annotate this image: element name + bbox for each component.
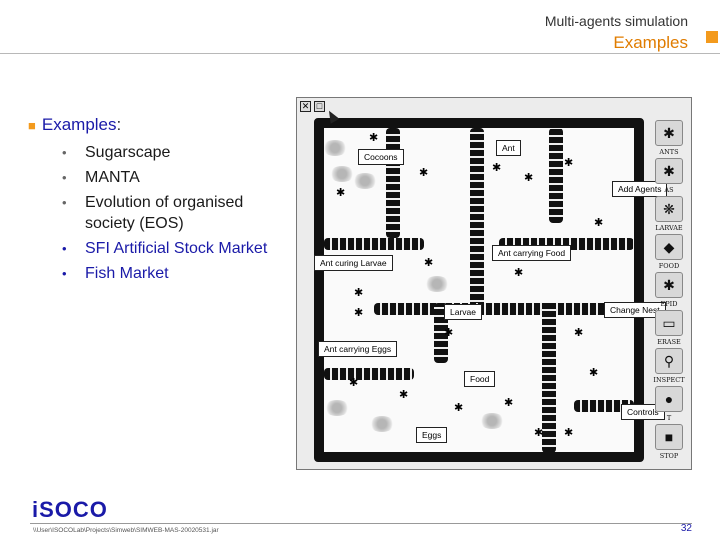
company-logo: iSOCO	[32, 497, 108, 522]
tool-larvae-button[interactable]: ❋LARVAE	[651, 194, 687, 238]
ant-icon: ✱	[534, 427, 544, 439]
maze-wall	[549, 128, 563, 223]
food-tool-icon: ◆	[655, 234, 683, 260]
cocoon-cluster	[322, 140, 348, 156]
tool-stop-button[interactable]: ■STOP	[651, 422, 687, 466]
slide-header-title: Multi-agents simulation	[544, 13, 688, 29]
list-item: Evolution of organised society (EOS)	[60, 192, 280, 234]
ant-icon: ✱	[399, 389, 409, 401]
slide-header-subtitle: Examples	[613, 33, 688, 52]
egg-cluster	[324, 400, 350, 416]
label-add-agents: Add Agents	[612, 181, 668, 197]
tool-ants-button[interactable]: ✱ANTS	[651, 118, 687, 162]
ant-icon: ✱	[336, 187, 346, 199]
window-maximize-icon[interactable]: □	[314, 101, 325, 112]
footer-file-path: \\User\ISOCOLab\Projects\Simweb\SIMWEB-M…	[33, 527, 219, 534]
tool-inspect-button[interactable]: ⚲INSPECT	[651, 346, 687, 390]
list-item: Sugarscape	[60, 142, 280, 163]
ant-tool-icon: ✱	[655, 158, 683, 184]
epid-tool-icon: ✱	[655, 272, 683, 298]
maze-wall	[542, 303, 556, 453]
ant-icon: ✱	[514, 267, 524, 279]
simulation-arena: Cocoons Ant Add Agents Ant carrying Food…	[314, 118, 668, 462]
examples-list: Sugarscape MANTA Evolution of organised …	[60, 142, 280, 288]
page-number: 32	[680, 523, 692, 534]
label-larvae: Larvae	[444, 304, 482, 320]
maze-wall	[574, 400, 634, 412]
ant-tool-icon: ✱	[655, 120, 683, 146]
tool-erase-button[interactable]: ▭ERASE	[651, 308, 687, 352]
cocoon-cluster	[352, 173, 378, 189]
label-ant: Ant	[496, 140, 521, 156]
label-ant-carrying-eggs: Ant carrying Eggs	[318, 341, 398, 357]
ant-icon: ✱	[524, 172, 534, 184]
ant-icon: ✱	[354, 287, 364, 299]
maze-wall	[324, 368, 414, 380]
tool-as-button[interactable]: ✱AS	[651, 156, 687, 200]
footer-divider	[30, 523, 692, 524]
header-accent-square	[706, 31, 718, 43]
tool-t-button[interactable]: ●T	[651, 384, 687, 428]
ant-icon: ✱	[574, 327, 584, 339]
eraser-icon: ▭	[655, 310, 683, 336]
label-ant-curing-larvae: Ant curing Larvae	[314, 255, 393, 271]
label-eggs: Eggs	[416, 427, 448, 443]
section-heading: ■ Examples:	[28, 115, 121, 135]
larvae-tool-icon: ❋	[655, 196, 683, 222]
tool-palette: ✱ANTS ✱AS ❋LARVAE ◆FOOD ✱EPID ▭ERASE ⚲IN…	[651, 118, 687, 466]
list-item: SFI Artificial Stock Market	[60, 238, 280, 259]
t-tool-icon: ●	[655, 386, 683, 412]
window-close-icon[interactable]: ✕	[300, 101, 311, 112]
ant-icon: ✱	[349, 377, 359, 389]
simulation-window: ✕ □ Cocoons Ant Add Agents Ant carrying …	[296, 97, 692, 470]
maze-wall	[470, 128, 484, 308]
list-item: Fish Market	[60, 263, 280, 284]
ant-icon: ✱	[444, 327, 454, 339]
ant-icon: ✱	[369, 132, 379, 144]
larvae-cluster	[424, 276, 450, 292]
maze-wall	[386, 128, 400, 238]
egg-cluster	[479, 413, 505, 429]
tool-epid-button[interactable]: ✱EPID	[651, 270, 687, 314]
maze-wall	[374, 303, 634, 315]
ant-icon: ✱	[454, 402, 464, 414]
ant-icon: ✱	[424, 257, 434, 269]
label-food: Food	[464, 371, 496, 387]
list-item: MANTA	[60, 167, 280, 188]
ant-icon: ✱	[589, 367, 599, 379]
ant-icon: ✱	[564, 427, 574, 439]
label-controls: Controls	[621, 404, 665, 420]
header-divider	[0, 53, 720, 54]
ant-icon: ✱	[419, 167, 429, 179]
ant-icon: ✱	[504, 397, 514, 409]
tool-food-button[interactable]: ◆FOOD	[651, 232, 687, 276]
maze-wall	[324, 238, 424, 250]
section-heading-text: Examples	[41, 115, 117, 134]
ant-icon: ✱	[354, 307, 364, 319]
square-bullet-icon: ■	[28, 118, 36, 133]
label-change-nest: Change Nest	[604, 302, 666, 318]
ant-icon: ✱	[594, 217, 604, 229]
cocoon-cluster	[329, 166, 355, 182]
egg-cluster	[369, 416, 395, 432]
label-ant-carrying-food: Ant carrying Food	[492, 245, 572, 261]
stop-icon: ■	[655, 424, 683, 450]
ant-icon: ✱	[564, 157, 574, 169]
label-cocoons: Cocoons	[358, 149, 404, 165]
inspect-icon: ⚲	[655, 348, 683, 374]
section-heading-colon: :	[116, 115, 122, 134]
ant-icon: ✱	[492, 162, 502, 174]
